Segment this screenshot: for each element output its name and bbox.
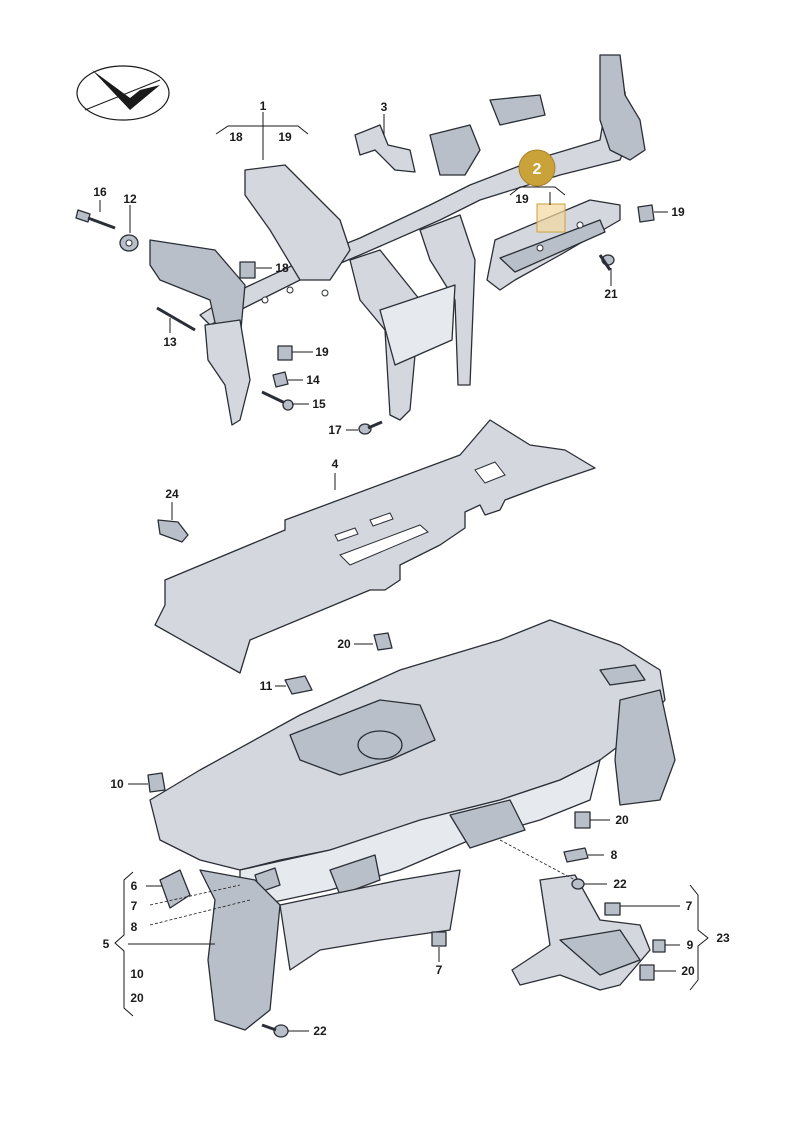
direction-arrow-icon — [76, 65, 170, 121]
label-4: 4 — [332, 457, 339, 471]
clip-part-20-top[interactable] — [373, 632, 393, 651]
screw-part-22-bottom[interactable] — [261, 1023, 289, 1038]
label-1-18: 18 — [229, 130, 243, 144]
label-6: 6 — [131, 879, 138, 893]
dashboard-panel[interactable] — [149, 619, 676, 1031]
label-20-right: 20 — [615, 813, 629, 827]
bolt-part-16[interactable] — [75, 209, 116, 230]
clip-part-20-bottom[interactable] — [639, 964, 655, 981]
label-2-badge[interactable]: 2 — [533, 161, 542, 178]
screw-part-22-right[interactable] — [571, 878, 585, 890]
grommet-part-12[interactable] — [119, 234, 139, 252]
bracket-part-2[interactable] — [486, 199, 621, 291]
label-5: 5 — [103, 937, 110, 951]
label-18: 18 — [275, 261, 289, 275]
bolt-part-17[interactable] — [358, 420, 383, 435]
stud-part-13[interactable] — [156, 306, 196, 332]
clip-part-18[interactable] — [239, 261, 256, 279]
label-2-19: 19 — [515, 192, 529, 206]
label-12: 12 — [123, 192, 137, 206]
leader-lines — [99, 112, 709, 1032]
label-21: 21 — [604, 287, 618, 301]
label-22-right: 22 — [613, 877, 627, 891]
label-10-left: 10 — [130, 967, 144, 981]
label-24: 24 — [165, 487, 179, 501]
label-7-bottom: 7 — [436, 963, 443, 977]
clip-part-7-bottom[interactable] — [431, 931, 447, 947]
insulation-pad-part-4[interactable] — [154, 419, 596, 674]
label-14: 14 — [306, 373, 320, 387]
label-8-right: 8 — [611, 848, 618, 862]
clip-part-11[interactable] — [284, 675, 313, 695]
label-7-right: 7 — [686, 899, 693, 913]
clip-part-7-right[interactable] — [604, 902, 621, 916]
label-19-left: 19 — [315, 345, 329, 359]
clip-part-19-right[interactable] — [637, 204, 655, 223]
label-1: 1 — [260, 99, 267, 113]
label-20-left: 20 — [130, 991, 144, 1005]
label-13: 13 — [163, 335, 177, 349]
callout-labels: 1 18 19 3 2 19 16 12 18 13 19 14 15 17 1… — [93, 99, 730, 1038]
label-3: 3 — [381, 100, 388, 114]
label-19-right: 19 — [671, 205, 685, 219]
bolt-part-15[interactable] — [261, 390, 294, 411]
label-10: 10 — [110, 777, 124, 791]
nut-part-14[interactable] — [272, 371, 289, 388]
clip-part-20-right[interactable] — [574, 811, 591, 829]
label-20-bottom: 20 — [681, 964, 695, 978]
label-11: 11 — [260, 679, 273, 693]
crossmember-part-1[interactable] — [149, 54, 646, 426]
bracket-assembly-part-23[interactable] — [511, 874, 651, 991]
clip-part-8-right[interactable] — [563, 847, 589, 863]
label-16: 16 — [93, 185, 107, 199]
label-17: 17 — [328, 423, 342, 437]
clip-part-10[interactable] — [147, 772, 166, 793]
label-8-left: 8 — [131, 920, 138, 934]
clip-part-24[interactable] — [157, 519, 189, 543]
label-22-bottom: 22 — [313, 1024, 327, 1038]
screw-part-21[interactable] — [598, 254, 615, 271]
label-1-19: 19 — [278, 130, 292, 144]
label-23: 23 — [716, 931, 730, 945]
label-15: 15 — [312, 397, 326, 411]
clip-part-19-left[interactable] — [277, 345, 293, 361]
clip-part-9[interactable] — [652, 939, 666, 953]
bracket-part-3[interactable] — [354, 124, 416, 173]
highlight-badge-part-2[interactable] — [518, 149, 556, 187]
label-7-left: 7 — [131, 899, 138, 913]
label-20-top: 20 — [337, 637, 351, 651]
label-9: 9 — [687, 938, 694, 952]
